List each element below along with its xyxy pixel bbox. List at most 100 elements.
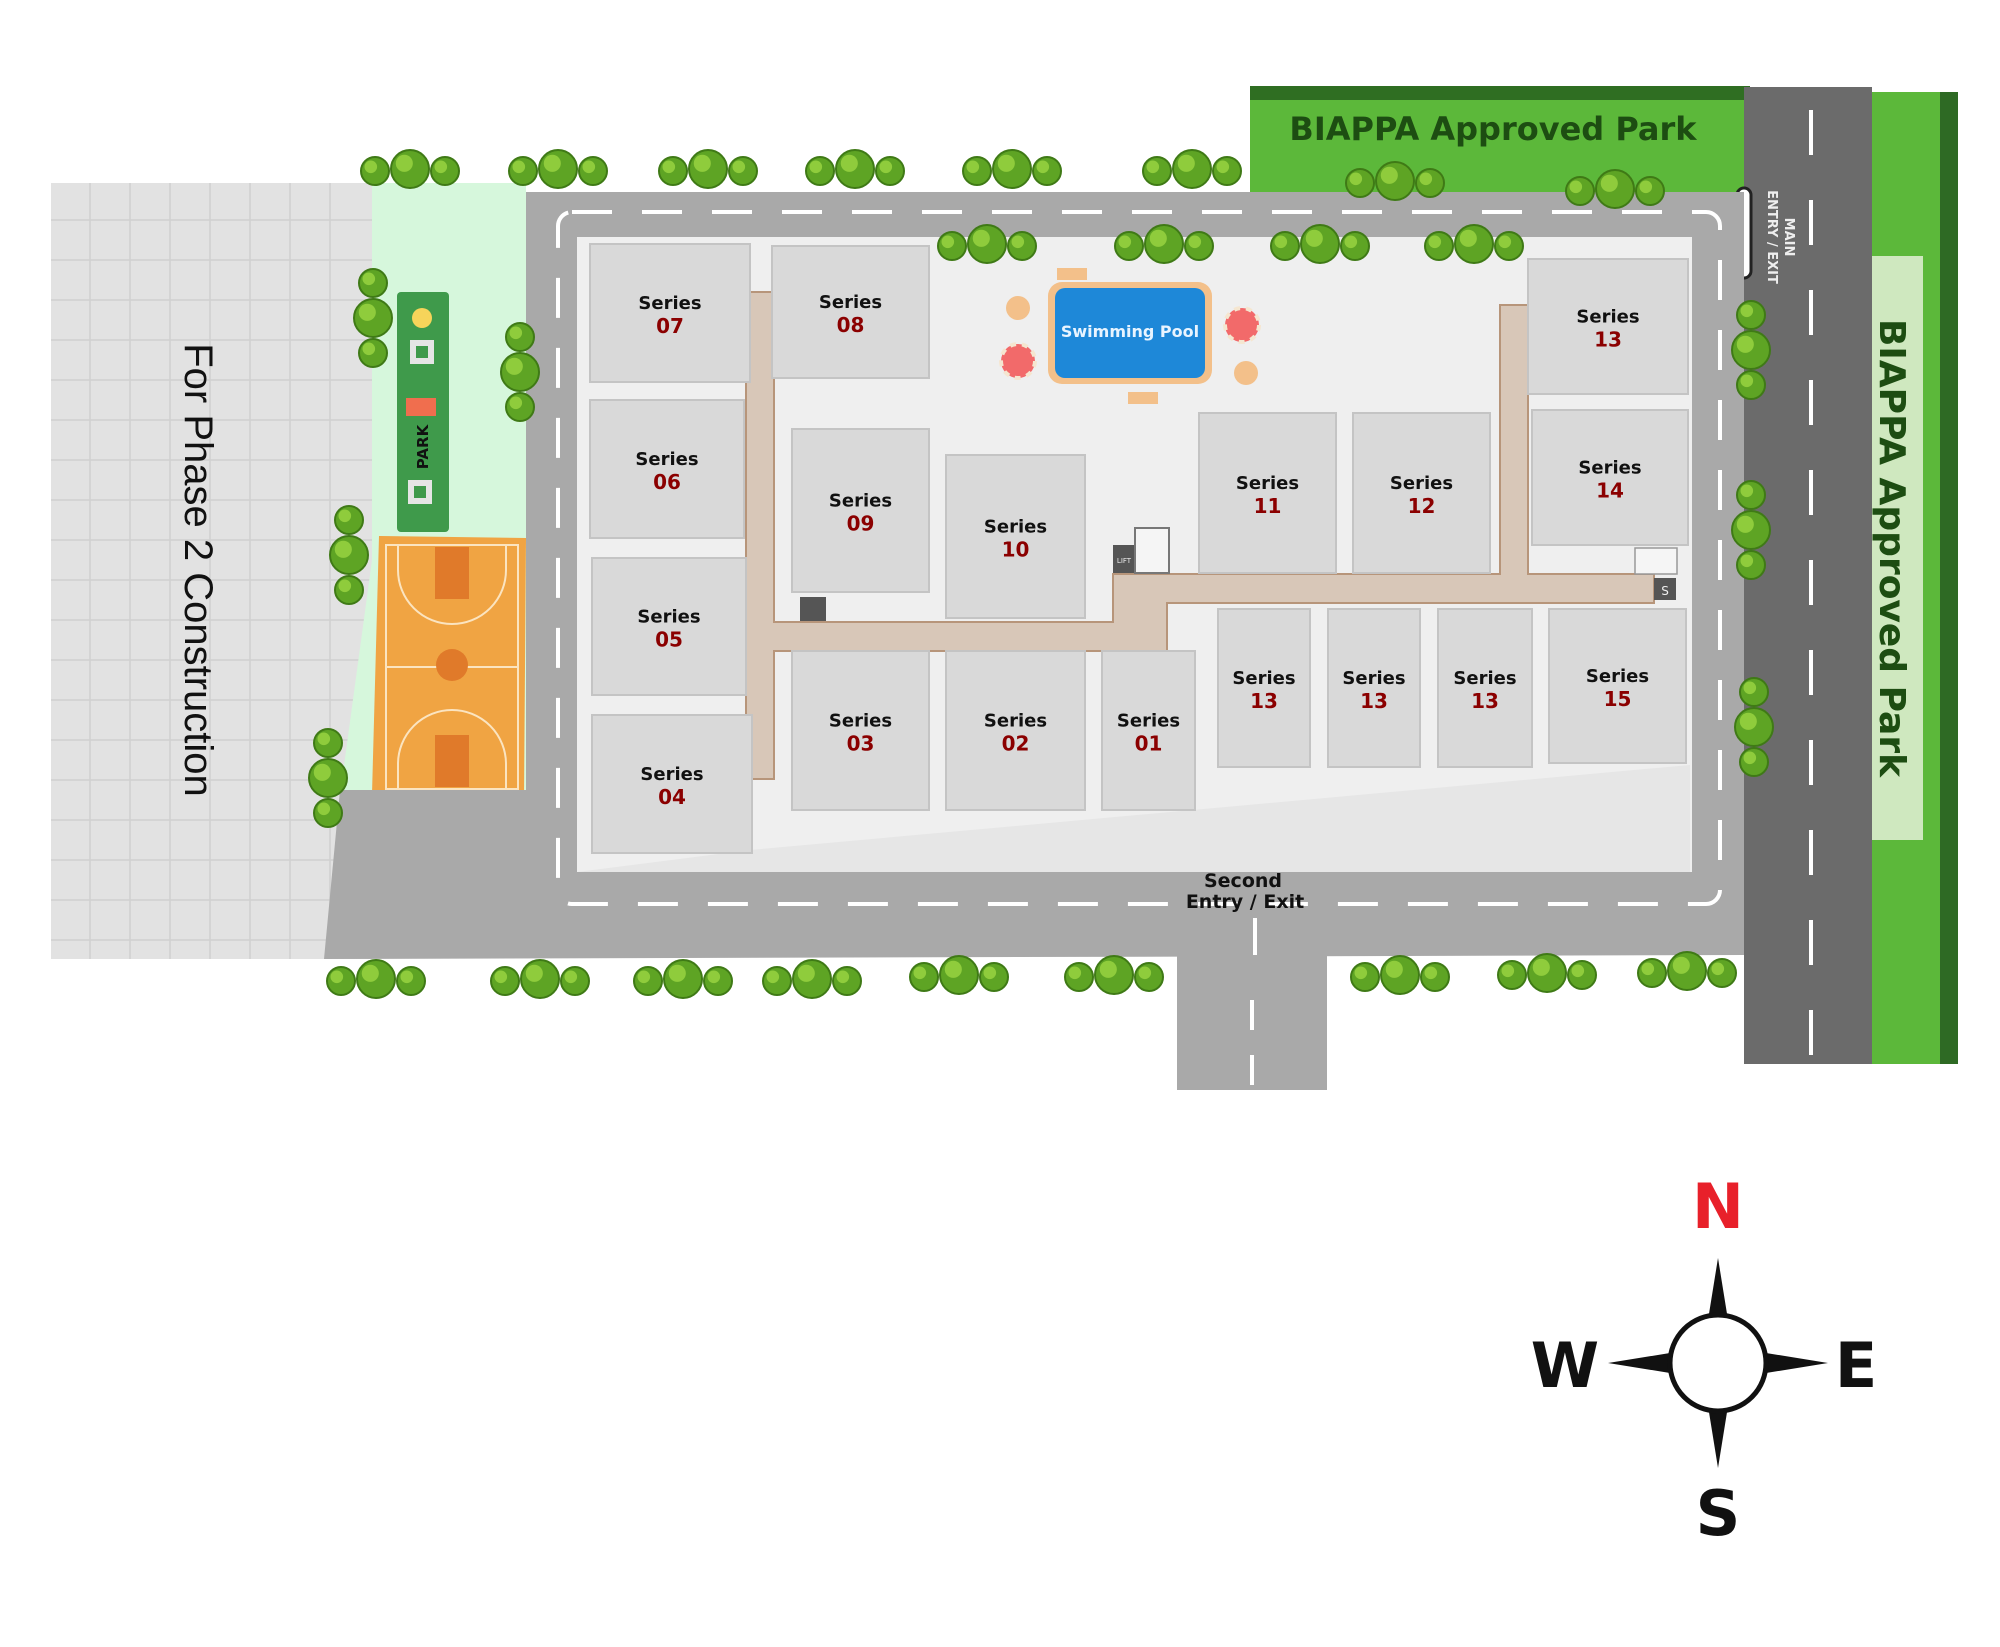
unit-series-label: Series [1578,458,1641,479]
unit-footprint[interactable] [1352,412,1491,574]
unit-footprint[interactable] [1217,608,1311,768]
main-road: MAIN ENTRY / EXIT [1735,87,1872,1064]
compass-south: S [1696,1477,1741,1550]
unit-series-label: Series [1576,307,1639,328]
unit-series-label: Series [1236,473,1299,494]
unit-series-label: Series [1232,668,1295,689]
unit-number: 13 [1360,689,1388,713]
unit-footprint[interactable] [771,245,930,379]
compass-east: E [1835,1329,1877,1402]
unit-number: 13 [1594,328,1622,352]
basketball-court [372,536,526,797]
compass-needle-south [1708,1406,1728,1468]
phase-2-area: For Phase 2 Construction [51,183,372,959]
unit-number: 14 [1596,479,1624,503]
unit-series-label: Series [829,491,892,512]
unit-footprint[interactable] [1527,258,1689,395]
unit-series-label: Series [984,517,1047,538]
trees [308,149,1774,999]
unit-footprint[interactable] [591,714,753,854]
main-entry-label-line1: MAIN [1781,218,1796,257]
inner-road-markings [556,210,1722,906]
phase-2-label: For Phase 2 Construction [176,343,220,797]
unit-footprint[interactable] [589,399,745,539]
unit-number: 08 [837,313,865,337]
unit-footprint[interactable] [1548,608,1687,764]
unit-number: 11 [1254,494,1282,518]
top-park-label: BIAPPA Approved Park [1289,110,1697,148]
unit-footprint[interactable] [589,243,751,383]
unit-number: 01 [1135,732,1163,756]
unit-series-label: Series [637,607,700,628]
lift-core: LIFT S [800,527,1678,621]
park-strip: PARK [397,292,449,532]
unit-number: 03 [847,732,875,756]
unit-footprint[interactable] [1437,608,1533,768]
unit-footprint[interactable] [791,650,930,811]
swimming-pool: Swimming Pool [999,268,1261,404]
units: Series07Series08Series06Series05Series04… [589,243,1689,854]
unit-series-label: Series [1586,666,1649,687]
compass-west: W [1531,1329,1599,1402]
compass-needle-west [1608,1353,1670,1373]
unit-series-label: Series [635,449,698,470]
unit-number: 04 [658,785,686,809]
unit-footprint[interactable] [1101,650,1196,811]
unit-footprint[interactable] [591,557,747,696]
unit-number: 05 [655,628,683,652]
top-park: BIAPPA Approved Park [1250,86,1750,192]
unit-number: 09 [847,512,875,536]
unit-series-label: Series [1453,668,1516,689]
unit-series-label: Series [829,711,892,732]
unit-series-label: Series [819,292,882,313]
unit-series-label: Series [984,711,1047,732]
park-strip-label: PARK [414,423,432,469]
compass-north: N [1692,1170,1744,1243]
unit-footprint[interactable] [1327,608,1421,768]
unit-number: 02 [1002,732,1030,756]
unit-footprint[interactable] [1198,412,1337,574]
main-entry-label-line2: ENTRY / EXIT [1764,190,1779,284]
right-park-label: BIAPPA Approved Park [1871,319,1912,778]
second-entry-label-line1: Second [1204,870,1282,892]
stair-marker: S [1661,584,1669,598]
compass-ring [1667,1312,1769,1414]
unit-number: 13 [1250,689,1278,713]
unit-footprint[interactable] [945,650,1086,811]
unit-footprint[interactable] [1531,409,1689,546]
unit-number: 06 [653,470,681,494]
unit-series-label: Series [1342,668,1405,689]
unit-series-label: Series [638,293,701,314]
compass-needle-east [1766,1353,1828,1373]
unit-number: 12 [1408,494,1436,518]
unit-footprint[interactable] [945,454,1086,619]
right-park: BIAPPA Approved Park [1863,92,1958,1064]
compass: N S W E [1531,1170,1877,1550]
unit-series-label: Series [1390,473,1453,494]
walkway [745,291,1655,780]
unit-series-label: Series [640,764,703,785]
unit-number: 15 [1604,687,1632,711]
unit-number: 10 [1002,538,1030,562]
lift-label: LIFT [1117,557,1132,565]
unit-footprint[interactable] [791,428,930,593]
